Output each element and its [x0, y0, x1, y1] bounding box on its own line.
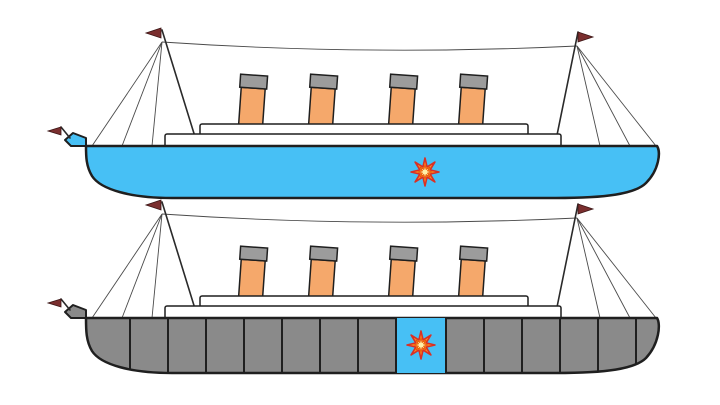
rigging-line	[576, 217, 601, 319]
rigging-line	[576, 45, 631, 147]
explosion-icon	[410, 157, 440, 187]
bow-flag	[46, 298, 62, 308]
rigging-line	[121, 41, 163, 147]
rigging-line	[576, 45, 601, 147]
aft-mast	[555, 31, 579, 141]
rigging-line	[576, 217, 631, 319]
hull-compartmented	[84, 316, 661, 375]
fore-mast-flag	[144, 27, 162, 39]
hull-open	[84, 144, 661, 200]
bow-flag	[46, 126, 62, 136]
bow-flag-pole	[60, 126, 71, 139]
fore-mast	[161, 29, 197, 141]
rigging-line	[151, 213, 163, 319]
fore-mast	[161, 201, 197, 313]
rigging-span-wire	[161, 213, 578, 223]
rigging-span-wire	[161, 41, 578, 51]
rigging-line	[576, 45, 657, 147]
rigging-line	[91, 41, 163, 147]
rigging-line	[121, 213, 163, 319]
bow-flag-pole	[60, 298, 71, 311]
aft-mast-flag	[577, 203, 595, 215]
fore-mast-flag	[144, 199, 162, 211]
rigging-line	[91, 213, 163, 319]
ship-top	[46, 27, 661, 200]
ship-bottom	[46, 199, 661, 375]
rigging-line	[151, 41, 163, 147]
aft-mast	[555, 203, 579, 313]
explosion-icon	[406, 330, 436, 360]
aft-mast-flag	[577, 31, 595, 43]
rigging-line	[576, 217, 657, 319]
